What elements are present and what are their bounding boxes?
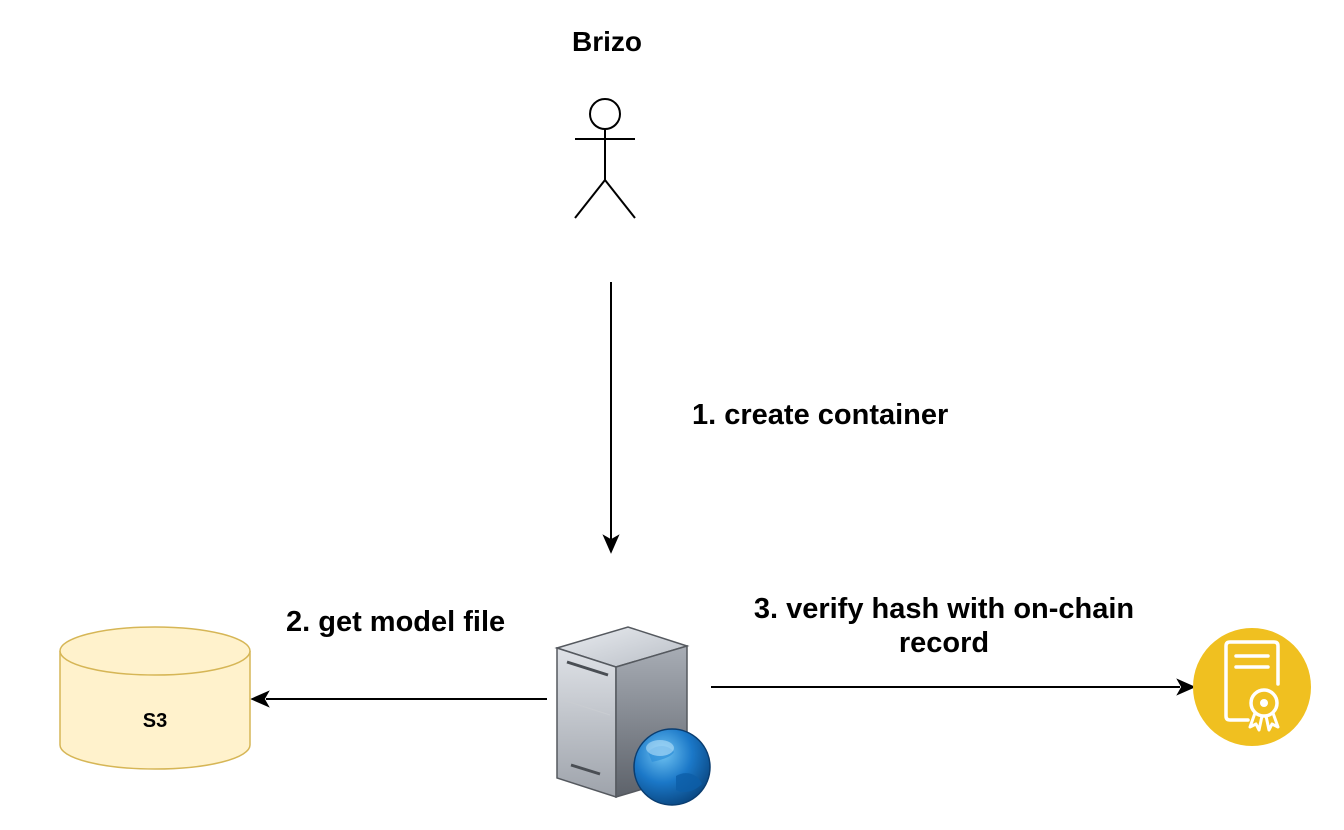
- edge-label-create-container: 1. create container: [692, 399, 949, 431]
- database-cylinder-icon: [59, 626, 251, 770]
- edge-create-container: [602, 282, 620, 554]
- person-icon: [574, 98, 636, 219]
- storage-label: S3: [142, 710, 168, 732]
- edge-get-model-file: [250, 690, 547, 708]
- web-server-icon: [554, 626, 711, 806]
- certificate-icon: [1193, 628, 1311, 746]
- actor-name-label: Brizo: [572, 26, 642, 57]
- edge-label-get-model-file: 2. get model file: [286, 606, 506, 638]
- edge-label-verify-hash: 3. verify hash with on-chain record: [753, 593, 1135, 659]
- edge-verify-hash: [711, 678, 1196, 696]
